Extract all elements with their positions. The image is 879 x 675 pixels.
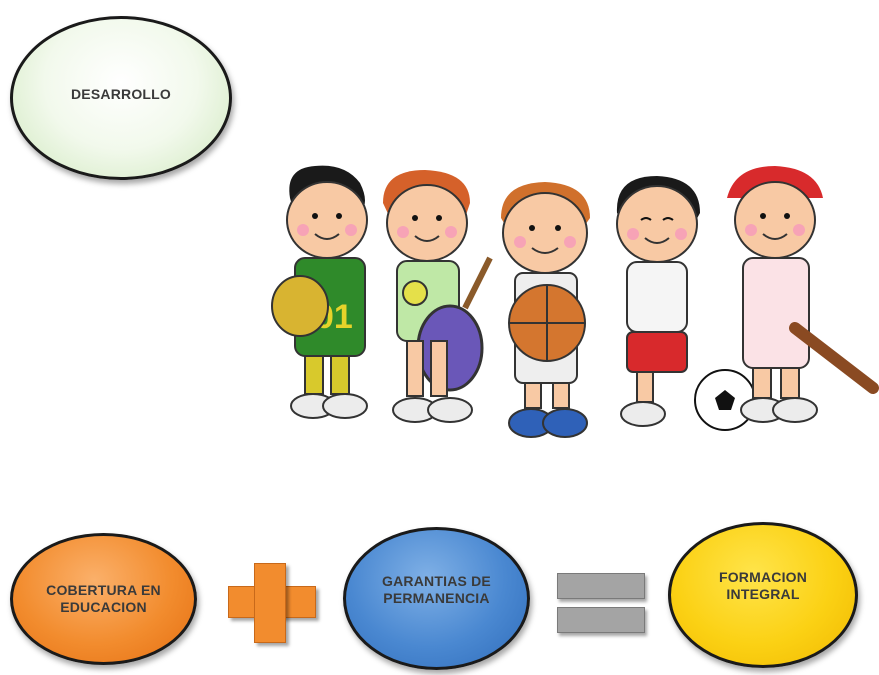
formacion-label: FORMACION INTEGRAL [718,569,808,602]
children-sports-illustration: 01 [271,165,879,438]
equals-bar-top [557,573,645,599]
plus-vertical-bar [254,563,286,643]
cobertura-label: COBERTURA EN EDUCACION [46,582,161,615]
kid-basketball-player [501,182,590,438]
kid-baseball-player [727,166,879,423]
desarrollo-ellipse: DESARROLLO [10,16,232,180]
equals-bar-bottom [557,607,645,633]
formacion-ellipse: FORMACION INTEGRAL [668,522,858,668]
garantias-label: GARANTIAS DE PERMANENCIA [382,572,491,606]
desarrollo-label: DESARROLLO [71,85,171,102]
plus-sign [228,563,316,649]
cobertura-ellipse: COBERTURA EN EDUCACION [10,533,197,665]
kid-soccer-player [616,176,756,431]
kid-tennis-player [383,170,493,423]
kid-football-player: 01 [271,165,368,419]
garantias-ellipse: GARANTIAS DE PERMANENCIA [343,527,530,670]
